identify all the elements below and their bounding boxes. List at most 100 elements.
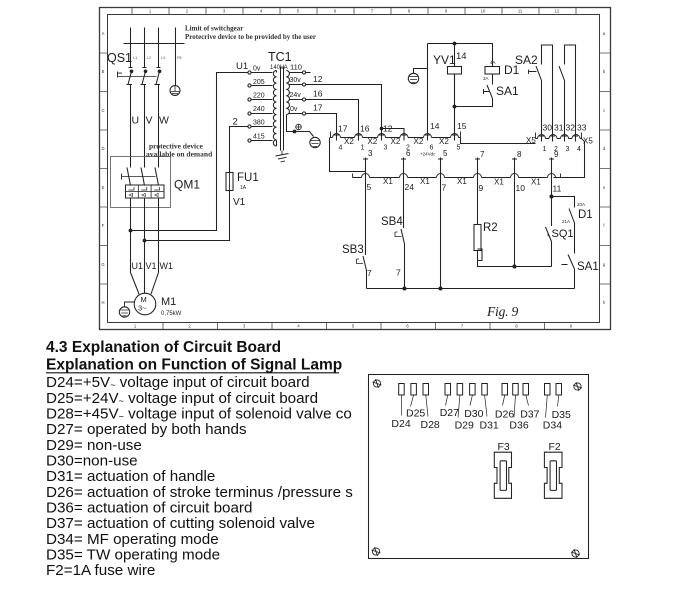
svg-text:W1: W1 [160, 261, 174, 271]
svg-text:5: 5 [297, 9, 300, 14]
svg-text:D24: D24 [391, 418, 410, 430]
svg-text:D35: D35 [552, 409, 571, 421]
svg-text:4.3 Explanation of Circuit Boa: 4.3 Explanation of Circuit Board [46, 339, 281, 356]
svg-text:X5: X5 [583, 137, 593, 146]
svg-text:D30: D30 [464, 408, 483, 420]
svg-text:24v: 24v [290, 92, 302, 99]
svg-text:D27= operated by both hands: D27= operated by both hands [46, 421, 247, 438]
svg-text:8: 8 [408, 9, 411, 14]
svg-text:4: 4 [260, 9, 263, 14]
svg-text:L2: L2 [147, 56, 151, 60]
svg-text:30v: 30v [290, 77, 302, 84]
svg-text:g: g [603, 262, 606, 267]
svg-text:L1: L1 [133, 56, 137, 60]
svg-text:16: 16 [360, 124, 370, 134]
svg-text:Explanation on Function of Sig: Explanation on Function of Signal Lamp [46, 357, 342, 374]
svg-text:9: 9 [479, 183, 484, 193]
svg-text:3: 3 [243, 324, 246, 329]
svg-text:X2: X2 [344, 137, 354, 146]
svg-text:U: U [132, 115, 140, 127]
svg-text:3A: 3A [483, 76, 489, 81]
svg-text:X5: X5 [526, 136, 536, 145]
svg-text:7: 7 [480, 150, 485, 159]
svg-text:C: C [101, 108, 104, 113]
svg-text:D34: D34 [543, 420, 562, 432]
svg-text:V1: V1 [233, 197, 246, 208]
svg-text:F2=1A fuse wire: F2=1A fuse wire [46, 562, 155, 579]
svg-text:SA1: SA1 [577, 261, 599, 273]
svg-text:QS1: QS1 [107, 51, 132, 65]
svg-text:1: 1 [361, 145, 365, 152]
svg-text:D34= MF operating mode: D34= MF operating mode [46, 531, 219, 548]
svg-text:24: 24 [405, 182, 415, 192]
svg-text:H: H [101, 300, 104, 305]
svg-text:140VA: 140VA [270, 65, 288, 71]
svg-text:14: 14 [430, 121, 440, 131]
svg-text:12: 12 [555, 9, 560, 14]
svg-text:D28: D28 [421, 419, 440, 431]
svg-text:1: 1 [149, 9, 152, 14]
svg-text:F2: F2 [549, 441, 561, 453]
svg-text:6: 6 [406, 149, 411, 158]
svg-text:D30=non-use: D30=non-use [46, 453, 138, 470]
svg-text:17: 17 [338, 124, 348, 134]
svg-text:SA1: SA1 [496, 84, 519, 98]
svg-text:F: F [102, 223, 105, 228]
svg-text:a: a [603, 31, 606, 36]
svg-text:11: 11 [553, 184, 562, 194]
svg-text:3~: 3~ [138, 304, 147, 313]
svg-text:4: 4 [339, 145, 343, 152]
svg-text:17: 17 [313, 103, 323, 113]
svg-text:A: A [102, 31, 105, 36]
svg-text:X1: X1 [420, 177, 430, 186]
svg-text:D29= non-use: D29= non-use [46, 437, 142, 454]
svg-text:Fig. 9: Fig. 9 [486, 304, 518, 319]
svg-text:31: 31 [554, 123, 564, 133]
svg-text:110: 110 [290, 63, 302, 72]
svg-text:D37= actuation of cutting sole: D37= actuation of cutting solenoid valve [46, 515, 315, 532]
svg-text:D1: D1 [578, 209, 593, 221]
svg-text:3: 3 [566, 146, 570, 153]
svg-text:D26: D26 [495, 409, 514, 421]
svg-text:7: 7 [396, 268, 401, 278]
svg-text:5: 5 [367, 182, 372, 192]
svg-text:YV1: YV1 [433, 53, 456, 67]
svg-text:SB3: SB3 [342, 244, 364, 256]
svg-text:8: 8 [517, 150, 522, 159]
svg-text:7: 7 [461, 324, 464, 329]
svg-text:X1: X1 [457, 177, 467, 186]
svg-text:2: 2 [233, 117, 238, 128]
svg-text:33: 33 [577, 123, 587, 133]
svg-text:12: 12 [313, 74, 323, 84]
svg-text:10: 10 [481, 9, 486, 14]
svg-text:220: 220 [253, 93, 265, 100]
svg-text:L3: L3 [161, 56, 165, 60]
svg-text:16: 16 [313, 89, 323, 99]
svg-text:Limit of switchgear: Limit of switchgear [185, 25, 243, 33]
svg-text:4: 4 [297, 324, 300, 329]
svg-text:U1: U1 [132, 261, 144, 271]
svg-text:32: 32 [566, 123, 576, 133]
svg-text:8: 8 [515, 324, 518, 329]
svg-text:X2: X2 [414, 137, 424, 146]
svg-text:E: E [102, 185, 105, 190]
svg-text:21A: 21A [562, 219, 570, 224]
svg-text:QM1: QM1 [174, 178, 200, 192]
svg-text:205: 205 [253, 79, 265, 86]
svg-text:14: 14 [456, 51, 467, 62]
svg-text:X1: X1 [383, 177, 393, 186]
svg-text:X2: X2 [368, 137, 378, 146]
svg-text:X1: X1 [494, 178, 504, 187]
svg-text:h: h [603, 300, 606, 305]
svg-text:SB4: SB4 [381, 216, 403, 228]
svg-text:D36: D36 [509, 420, 528, 432]
svg-text:c: c [603, 108, 605, 113]
svg-text:4A: 4A [490, 60, 496, 65]
svg-text:4: 4 [577, 146, 581, 153]
svg-text:e: e [603, 185, 606, 190]
svg-text:F3: F3 [498, 441, 510, 453]
svg-text:FU1: FU1 [237, 172, 259, 184]
svg-text:+24Vdc: +24Vdc [420, 152, 436, 157]
svg-text:6: 6 [334, 9, 337, 14]
svg-text:d: d [603, 146, 606, 151]
